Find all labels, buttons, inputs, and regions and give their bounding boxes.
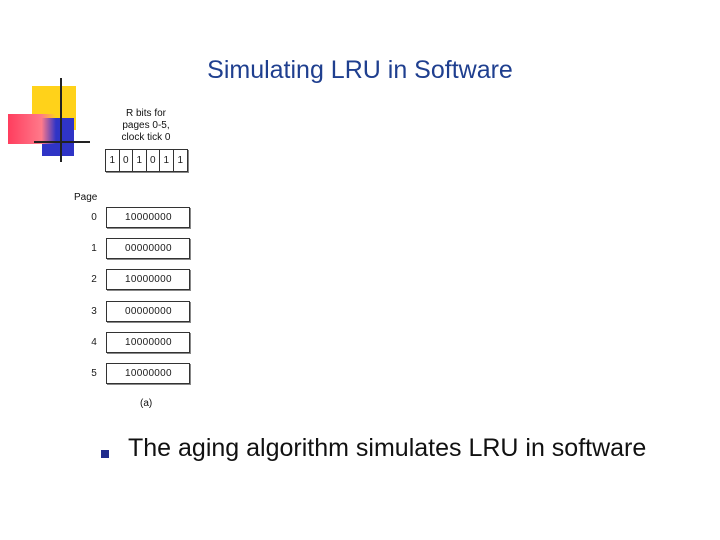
rbits-caption-line: clock tick 0 xyxy=(121,132,171,143)
counter-box: 10000000 xyxy=(106,207,190,228)
figure-label: (a) xyxy=(140,398,153,409)
page-number: 2 xyxy=(91,274,97,285)
page-number: 5 xyxy=(91,368,97,379)
decorative-vertical-line xyxy=(60,78,62,162)
page-number: 4 xyxy=(91,337,97,348)
page-number: 0 xyxy=(91,212,97,223)
rbit-cell: 0 xyxy=(147,150,160,171)
rbits-caption-line: pages 0-5, xyxy=(122,120,170,131)
counter-box: 10000000 xyxy=(106,363,190,384)
rbits-caption-line: R bits for xyxy=(125,108,166,119)
bullet-square-icon xyxy=(101,450,109,458)
rbit-cell: 1 xyxy=(177,155,184,166)
counter-box: 00000000 xyxy=(106,238,190,259)
page-number: 1 xyxy=(91,243,97,254)
rbit-cell: 0 xyxy=(120,150,133,171)
slide-title: Simulating LRU in Software xyxy=(207,56,513,84)
counter-box: 10000000 xyxy=(106,269,190,290)
bullet-text: The aging algorithm simulates LRU in sof… xyxy=(128,434,647,462)
counter-box: 10000000 xyxy=(106,332,190,353)
page-number: 3 xyxy=(91,306,97,317)
rbit-cell: 1 xyxy=(160,150,174,171)
decorative-horizontal-line xyxy=(34,141,90,143)
rbits-caption: R bits for pages 0-5, clock tick 0 xyxy=(108,108,184,144)
decorative-red-bar xyxy=(8,114,56,144)
rbits-row: 1 0 1 0 1 1 xyxy=(105,149,188,172)
page-column-header: Page xyxy=(74,192,98,203)
rbit-cell: 1 xyxy=(106,150,120,171)
rbit-cell: 1 xyxy=(133,150,147,171)
counter-box: 00000000 xyxy=(106,301,190,322)
